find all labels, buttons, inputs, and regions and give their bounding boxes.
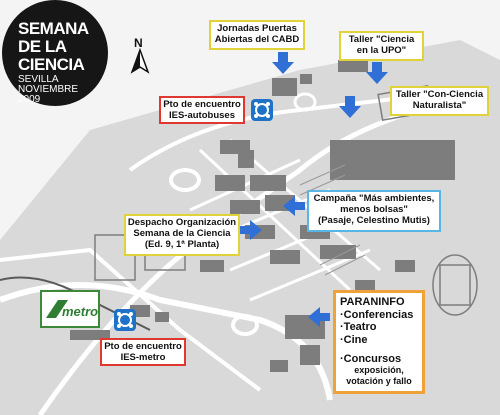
callout-naturalista-line1: Taller "Con-Ciencia	[395, 89, 484, 100]
logo-line6: 2009	[18, 94, 41, 105]
callout-pto-metro-line1: Pto de encuentro	[104, 341, 182, 352]
callout-campana: Campaña "Más ambientes, menos bolsas" (P…	[307, 190, 441, 232]
callout-taller-ciencia-line1: Taller "Ciencia	[348, 34, 415, 45]
semana-ciencia-logo	[2, 0, 108, 106]
arrow-campana-icon	[283, 196, 305, 216]
callout-naturalista-line2: Naturalista"	[412, 99, 467, 111]
callout-paraninfo: PARANINFO ·Conferencias ·Teatro ·Cine ·C…	[333, 290, 425, 394]
logo-line5: NOVIEMBRE	[18, 84, 79, 95]
callout-campana-line1: Campaña "Más ambientes,	[313, 193, 435, 204]
meeting-point-icon-bus	[251, 99, 273, 121]
logo-line4: SEVILLA	[18, 74, 59, 85]
paraninfo-item-cine: ·Cine	[340, 333, 368, 346]
logo-line3: CIENCIA	[18, 55, 85, 74]
logo-line2: DE LA	[18, 37, 67, 56]
callout-jornadas-line2: Abiertas del CABD	[214, 33, 300, 45]
arrow-jornadas-icon	[272, 52, 294, 74]
meeting-point-icon-metro	[114, 309, 136, 331]
metro-logo: metro	[40, 290, 100, 328]
arrow-naturalista-icon	[339, 96, 361, 118]
arrow-despacho-icon	[240, 220, 262, 240]
callout-campana-line2: menos bolsas"	[340, 203, 408, 215]
paraninfo-item-teatro: ·Teatro	[340, 321, 377, 334]
compass-north-label: N	[134, 36, 143, 50]
callout-despacho-line3: (Ed. 9, 1ª Planta)	[144, 238, 220, 250]
arrows	[240, 52, 388, 327]
callout-taller-naturalista: Taller "Con-Ciencia Naturalista"	[390, 86, 489, 116]
callout-pto-autobuses: Pto de encuentro IES-autobuses	[159, 96, 245, 124]
callout-campana-line3: (Pasaje, Celestino Mutis)	[318, 214, 430, 226]
callout-pto-metro-line2: IES-metro	[120, 351, 166, 363]
callout-pto-autobuses-line1: Pto de encuentro	[163, 99, 241, 110]
callout-pto-autobuses-line2: IES-autobuses	[169, 109, 235, 121]
metro-logo-text: metro	[62, 304, 99, 319]
callout-taller-ciencia-line2: en la UPO"	[356, 44, 407, 56]
callout-despacho: Despacho Organización Semana de la Cienc…	[124, 214, 240, 256]
arrow-paraninfo-icon	[308, 307, 330, 327]
callout-jornadas-line1: Jornadas Puertas	[217, 23, 297, 34]
callout-jornadas: Jornadas Puertas Abiertas del CABD	[209, 20, 305, 50]
callout-despacho-line2: Semana de la Ciencia	[133, 227, 231, 239]
paraninfo-item-conferencias: ·Conferencias	[340, 308, 414, 321]
callout-pto-metro: Pto de encuentro IES-metro	[100, 338, 186, 366]
paraninfo-concursos-sub2: votación y fallo	[346, 375, 412, 386]
compass-icon	[130, 47, 150, 74]
callout-taller-ciencia: Taller "Ciencia en la UPO"	[339, 31, 424, 61]
paraninfo-concursos-sub1: exposición,	[354, 365, 404, 376]
arrow-taller-ciencia-icon	[366, 62, 388, 84]
logo-line1: SEMANA	[18, 19, 89, 38]
paraninfo-title: PARANINFO	[340, 296, 405, 308]
metro-symbol-icon	[46, 300, 68, 318]
paraninfo-item-concursos: ·Concursos	[340, 352, 402, 365]
callout-despacho-line1: Despacho Organización	[127, 217, 237, 228]
